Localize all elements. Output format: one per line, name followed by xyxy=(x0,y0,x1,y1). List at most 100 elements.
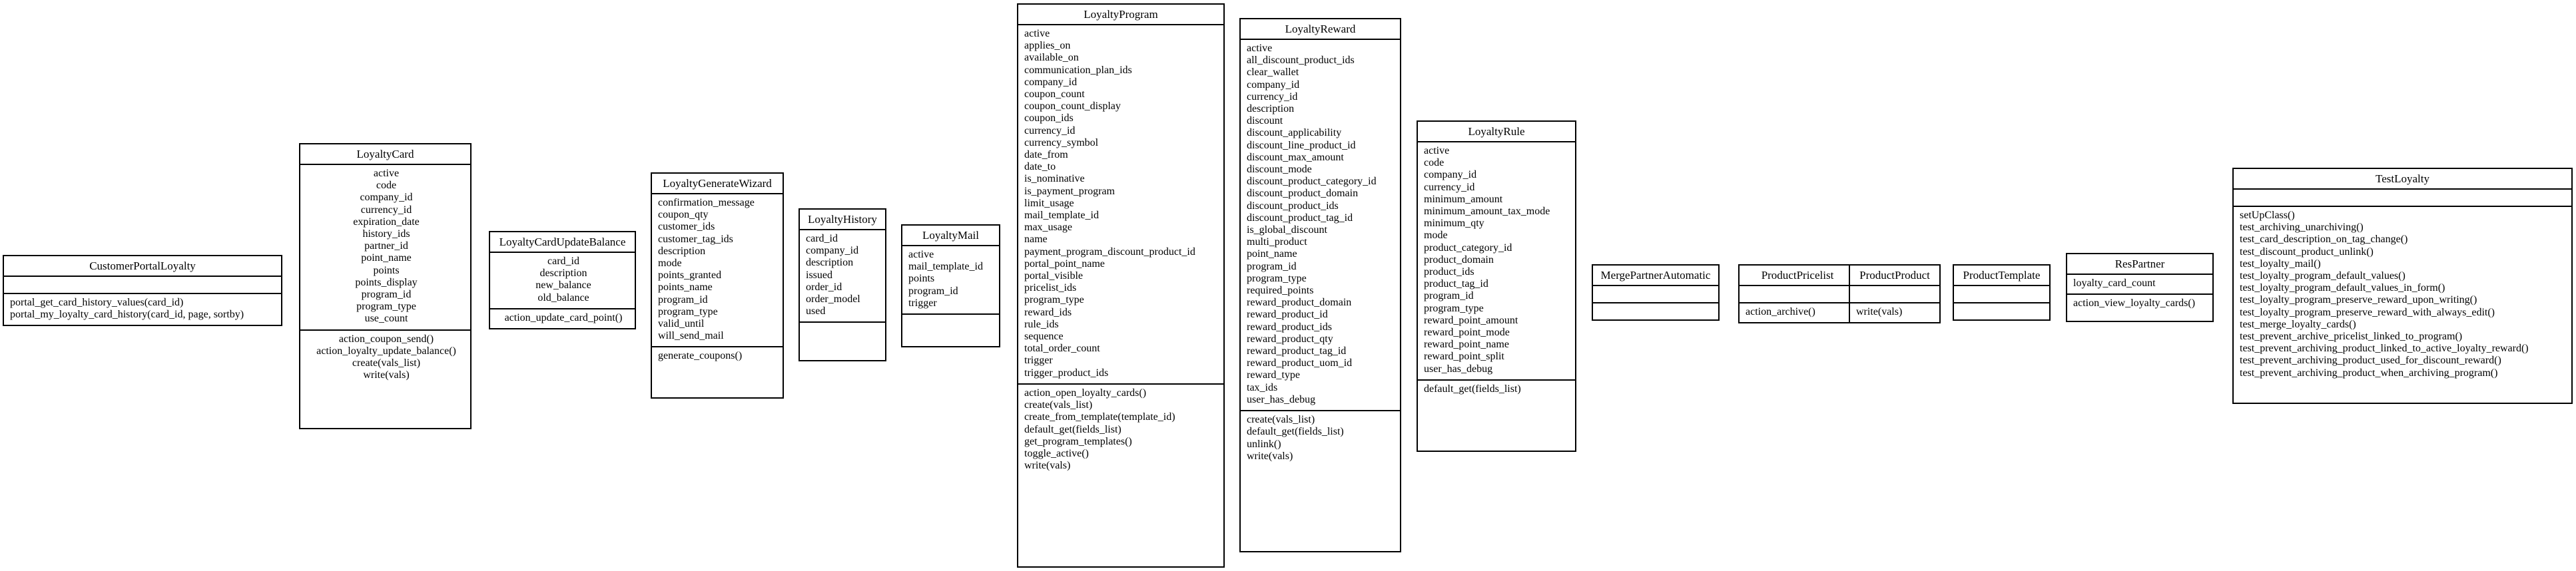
methods-section: action_coupon_send()action_loyalty_updat… xyxy=(300,329,470,428)
attribute: confirmation_message xyxy=(658,197,755,208)
attributes-section xyxy=(1850,285,1939,302)
class-name: LoyaltyGenerateWizard xyxy=(663,177,772,190)
attribute: points xyxy=(908,273,935,285)
class-name: CustomerPortalLoyalty xyxy=(89,260,196,272)
attribute: currency_id xyxy=(360,204,412,216)
method: write(vals) xyxy=(1856,306,1903,317)
class-name: ResPartner xyxy=(2114,258,2165,270)
attribute: program_type xyxy=(356,301,416,313)
class-merge-partner-automatic: MergePartnerAutomatic xyxy=(1592,264,1720,321)
attribute: reward_ids xyxy=(1024,306,1072,318)
attribute: company_id xyxy=(806,245,859,257)
attribute: all_discount_product_ids xyxy=(1247,55,1355,67)
attribute: point_name xyxy=(361,252,412,264)
attribute: code xyxy=(1424,157,1445,169)
attribute: active xyxy=(1247,43,1273,54)
attribute: company_id xyxy=(1424,169,1477,181)
method: create(vals_list) xyxy=(1024,399,1093,411)
method: setUpClass() xyxy=(2240,210,2295,221)
attributes-section xyxy=(1740,285,1855,302)
attribute: sequence xyxy=(1024,331,1064,343)
attribute: customer_ids xyxy=(658,221,715,233)
attribute: coupon_qty xyxy=(658,209,709,221)
attribute: product_ids xyxy=(1424,266,1474,278)
method: test_loyalty_program_default_values() xyxy=(2240,270,2406,282)
attributes-section: loyalty_card_count xyxy=(2067,274,2212,293)
attribute: reward_product_domain xyxy=(1247,297,1352,309)
attribute: mode xyxy=(658,258,682,270)
attribute: points_name xyxy=(658,282,713,293)
class-name: ProductPricelist xyxy=(1761,269,1834,282)
class-name: LoyaltyReward xyxy=(1285,23,1356,35)
attribute: program_id xyxy=(1424,290,1474,302)
methods-section xyxy=(1593,302,1718,319)
attribute: points_display xyxy=(355,276,418,288)
methods-section: action_open_loyalty_cards()create(vals_l… xyxy=(1018,383,1223,566)
method: get_program_templates() xyxy=(1024,435,1132,447)
attribute: total_order_count xyxy=(1024,343,1100,355)
attribute: is_payment_program xyxy=(1024,185,1115,197)
class-name: LoyaltyRule xyxy=(1468,125,1525,138)
attribute: discount_product_domain xyxy=(1247,188,1359,200)
attribute: description xyxy=(539,268,587,280)
attribute: program_id xyxy=(361,289,412,301)
attribute: discount_applicability xyxy=(1247,127,1342,139)
method: portal_my_loyalty_card_history(card_id, … xyxy=(10,309,244,321)
method: default_get(fields_list) xyxy=(1024,423,1122,435)
method: test_prevent_archive_pricelist_linked_to… xyxy=(2240,331,2463,343)
attribute: valid_until xyxy=(658,318,705,330)
attribute: program_id xyxy=(908,285,958,297)
attribute: description xyxy=(806,257,854,269)
attribute: available_on xyxy=(1024,52,1079,64)
attribute: order_id xyxy=(806,281,842,293)
attribute: program_id xyxy=(658,293,708,305)
attribute: is_global_discount xyxy=(1247,224,1327,236)
attribute: new_balance xyxy=(535,280,591,291)
attribute: reward_product_qty xyxy=(1247,333,1333,345)
attribute: is_nominative xyxy=(1024,173,1085,185)
attribute: use_count xyxy=(364,313,408,325)
method: portal_get_card_history_values(card_id) xyxy=(10,297,184,308)
attribute: company_id xyxy=(1247,79,1300,91)
attribute: reward_point_amount xyxy=(1424,314,1518,326)
attribute: user_has_debug xyxy=(1424,363,1493,375)
attribute: user_has_debug xyxy=(1247,393,1316,405)
attribute: mode xyxy=(1424,230,1448,242)
attribute: date_from xyxy=(1024,149,1068,161)
attributes-section xyxy=(4,276,281,293)
attributes-section xyxy=(1954,285,2049,302)
attribute: old_balance xyxy=(537,291,589,303)
methods-section: create(vals_list)default_get(fields_list… xyxy=(1241,410,1400,551)
method: action_open_loyalty_cards() xyxy=(1024,387,1147,399)
attribute: reward_point_name xyxy=(1424,339,1509,351)
method: create(vals_list) xyxy=(352,357,421,369)
method: action_loyalty_update_balance() xyxy=(316,345,456,357)
class-name: ProductProduct xyxy=(1859,269,1930,282)
attribute: trigger xyxy=(1024,355,1053,367)
attribute: issued xyxy=(806,269,832,281)
attribute: portal_point_name xyxy=(1024,258,1105,270)
attribute: discount_max_amount xyxy=(1247,151,1344,163)
methods-section: write(vals) xyxy=(1850,302,1939,322)
attribute: program_type xyxy=(658,305,718,317)
attribute: reward_product_uom_id xyxy=(1247,357,1353,369)
attribute: points xyxy=(373,264,400,276)
methods-section: setUpClass()test_archiving_unarchiving()… xyxy=(2234,206,2571,403)
attribute: product_category_id xyxy=(1424,242,1512,254)
attribute: will_send_mail xyxy=(658,330,724,342)
attribute: description xyxy=(658,245,706,257)
class-product-template: ProductTemplate xyxy=(1953,264,2051,321)
method: test_loyalty_program_preserve_reward_wit… xyxy=(2240,306,2495,318)
